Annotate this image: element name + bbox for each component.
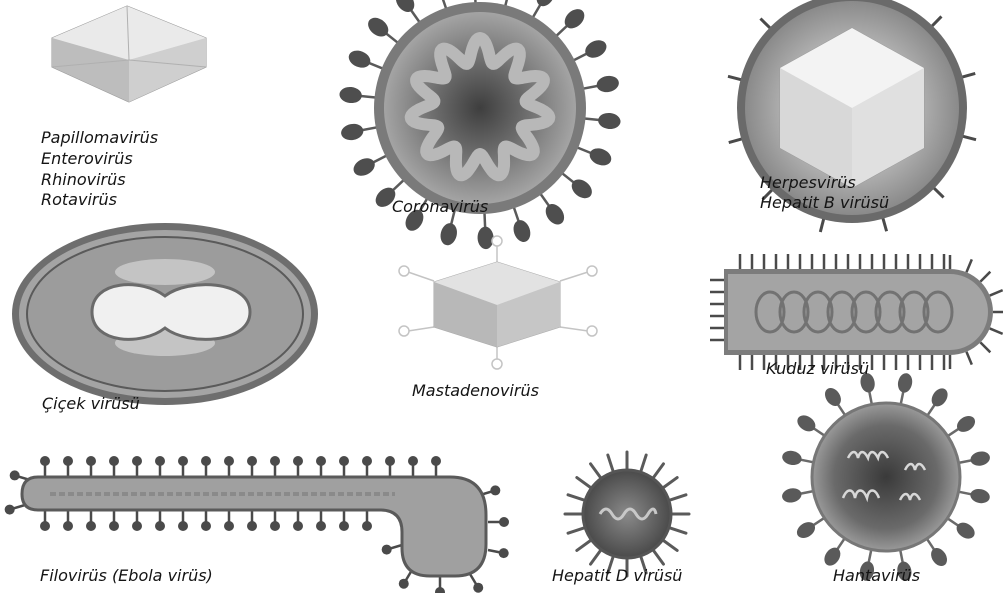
- hepatit-b-label: Hepatit B virüsü: [760, 192, 889, 213]
- hepatit-d-label: Hepatit D virüsü: [552, 565, 682, 586]
- rotavirus-label: Rotavirüs: [41, 189, 117, 210]
- hepatit-d-icon: [565, 452, 689, 576]
- kuduz-virus-label: Kuduz virüsü: [766, 358, 869, 379]
- mastadenovirus-icon: [399, 236, 597, 369]
- cicek-virus-label: Çiçek virüsü: [42, 393, 140, 414]
- kuduz-virus-icon: [710, 254, 1003, 370]
- papillomavirus-icon: [52, 6, 206, 102]
- hantavirus-label: Hantavirüs: [833, 565, 920, 586]
- filovirus-label: Filovirüs (Ebola virüs): [40, 565, 213, 586]
- cicek-virus-icon: [12, 223, 318, 405]
- rhinovirus-label: Rhinovirüs: [41, 169, 126, 190]
- hantavirus-icon: [781, 372, 991, 582]
- coronavirus-label: Coronavirüs: [392, 196, 488, 217]
- mastadenovirus-label: Mastadenovirüs: [412, 380, 539, 401]
- herpesvirus-label: Herpesvirüs: [760, 172, 856, 193]
- papillomavirus-label: Papillomavirüs: [41, 127, 158, 148]
- enterovirus-label: Enterovirüs: [41, 148, 133, 169]
